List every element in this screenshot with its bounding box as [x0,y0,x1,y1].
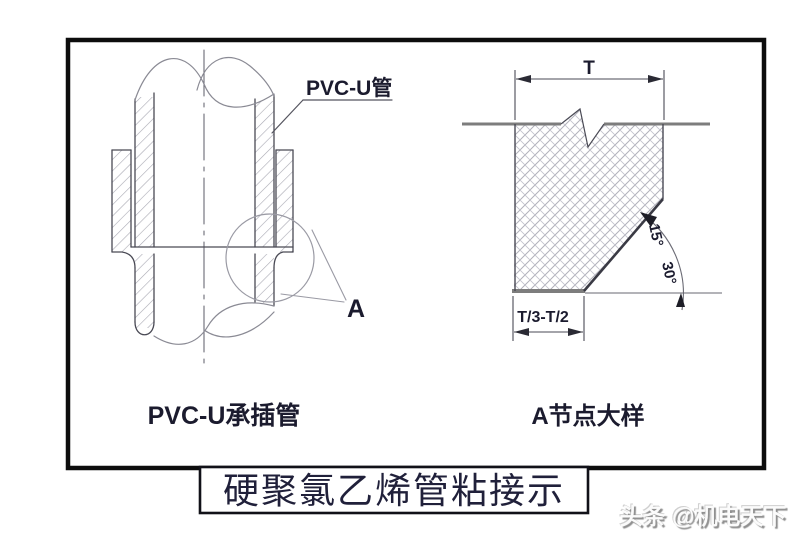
right-view-caption: A节点大样 [531,402,644,430]
surface-lines [462,122,722,294]
angle-max-label: 30° [658,260,679,286]
right-view-detail-a: T T/3-T/2 15° 30° A节点大样 [462,58,722,430]
chamfer-angle-dimension: 15° 30° [640,212,685,311]
wall-section-fill [514,109,663,291]
title-box [198,465,590,515]
dimension-T3-T2: T/3-T/2 [512,296,585,341]
socket-left-wall [112,150,131,252]
left-view-caption: PVC-U承插管 [148,401,301,430]
detail-marker-label: A [347,295,365,323]
angle-min-label: 15° [645,222,666,248]
pipe-break-curves [134,57,275,345]
lower-pipe-right-wall [255,254,274,303]
watermark-text: 头条 @机电天下 [620,503,787,529]
pipe-outlines [111,92,294,336]
upper-pipe-right-wall [255,101,274,247]
dim-top-label: T [583,58,595,79]
upper-pipe-left-wall [135,97,154,247]
socket-right-wall [276,150,293,252]
dim-bottom-label: T/3-T/2 [517,309,569,326]
pipe-label: PVC-U管 [306,76,392,100]
detail-circle-a [225,213,315,303]
lower-pipe-left-wall [135,254,154,328]
left-view-socket-pipe: A PVC-U管 PVC-U承插管 [111,49,393,430]
detail-leader-lines [280,229,347,303]
title-block: 硬聚氯乙烯管粘接示 [198,465,590,515]
dimension-T: T [514,58,665,120]
drawing-title: 硬聚氯乙烯管粘接示 [223,471,565,511]
section-outline [514,107,664,292]
pipe-callout-leader [271,99,393,134]
